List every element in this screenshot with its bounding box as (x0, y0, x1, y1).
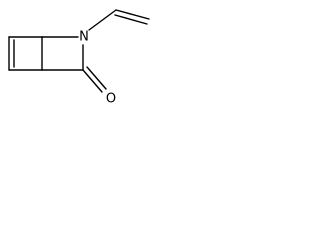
oxygen-atom-label: O (106, 92, 116, 107)
bond-vinyl-double-1 (115, 9, 150, 20)
bond-vinyl-double-2 (114, 14, 148, 25)
bond-carbonyl-double-1 (82, 69, 103, 93)
nitrogen-atom-label: N (79, 30, 89, 45)
bond-n-vinyl (88, 9, 117, 31)
bond-carbonyl-double-2 (86, 66, 107, 90)
chemical-structure: N O (8, 9, 150, 107)
